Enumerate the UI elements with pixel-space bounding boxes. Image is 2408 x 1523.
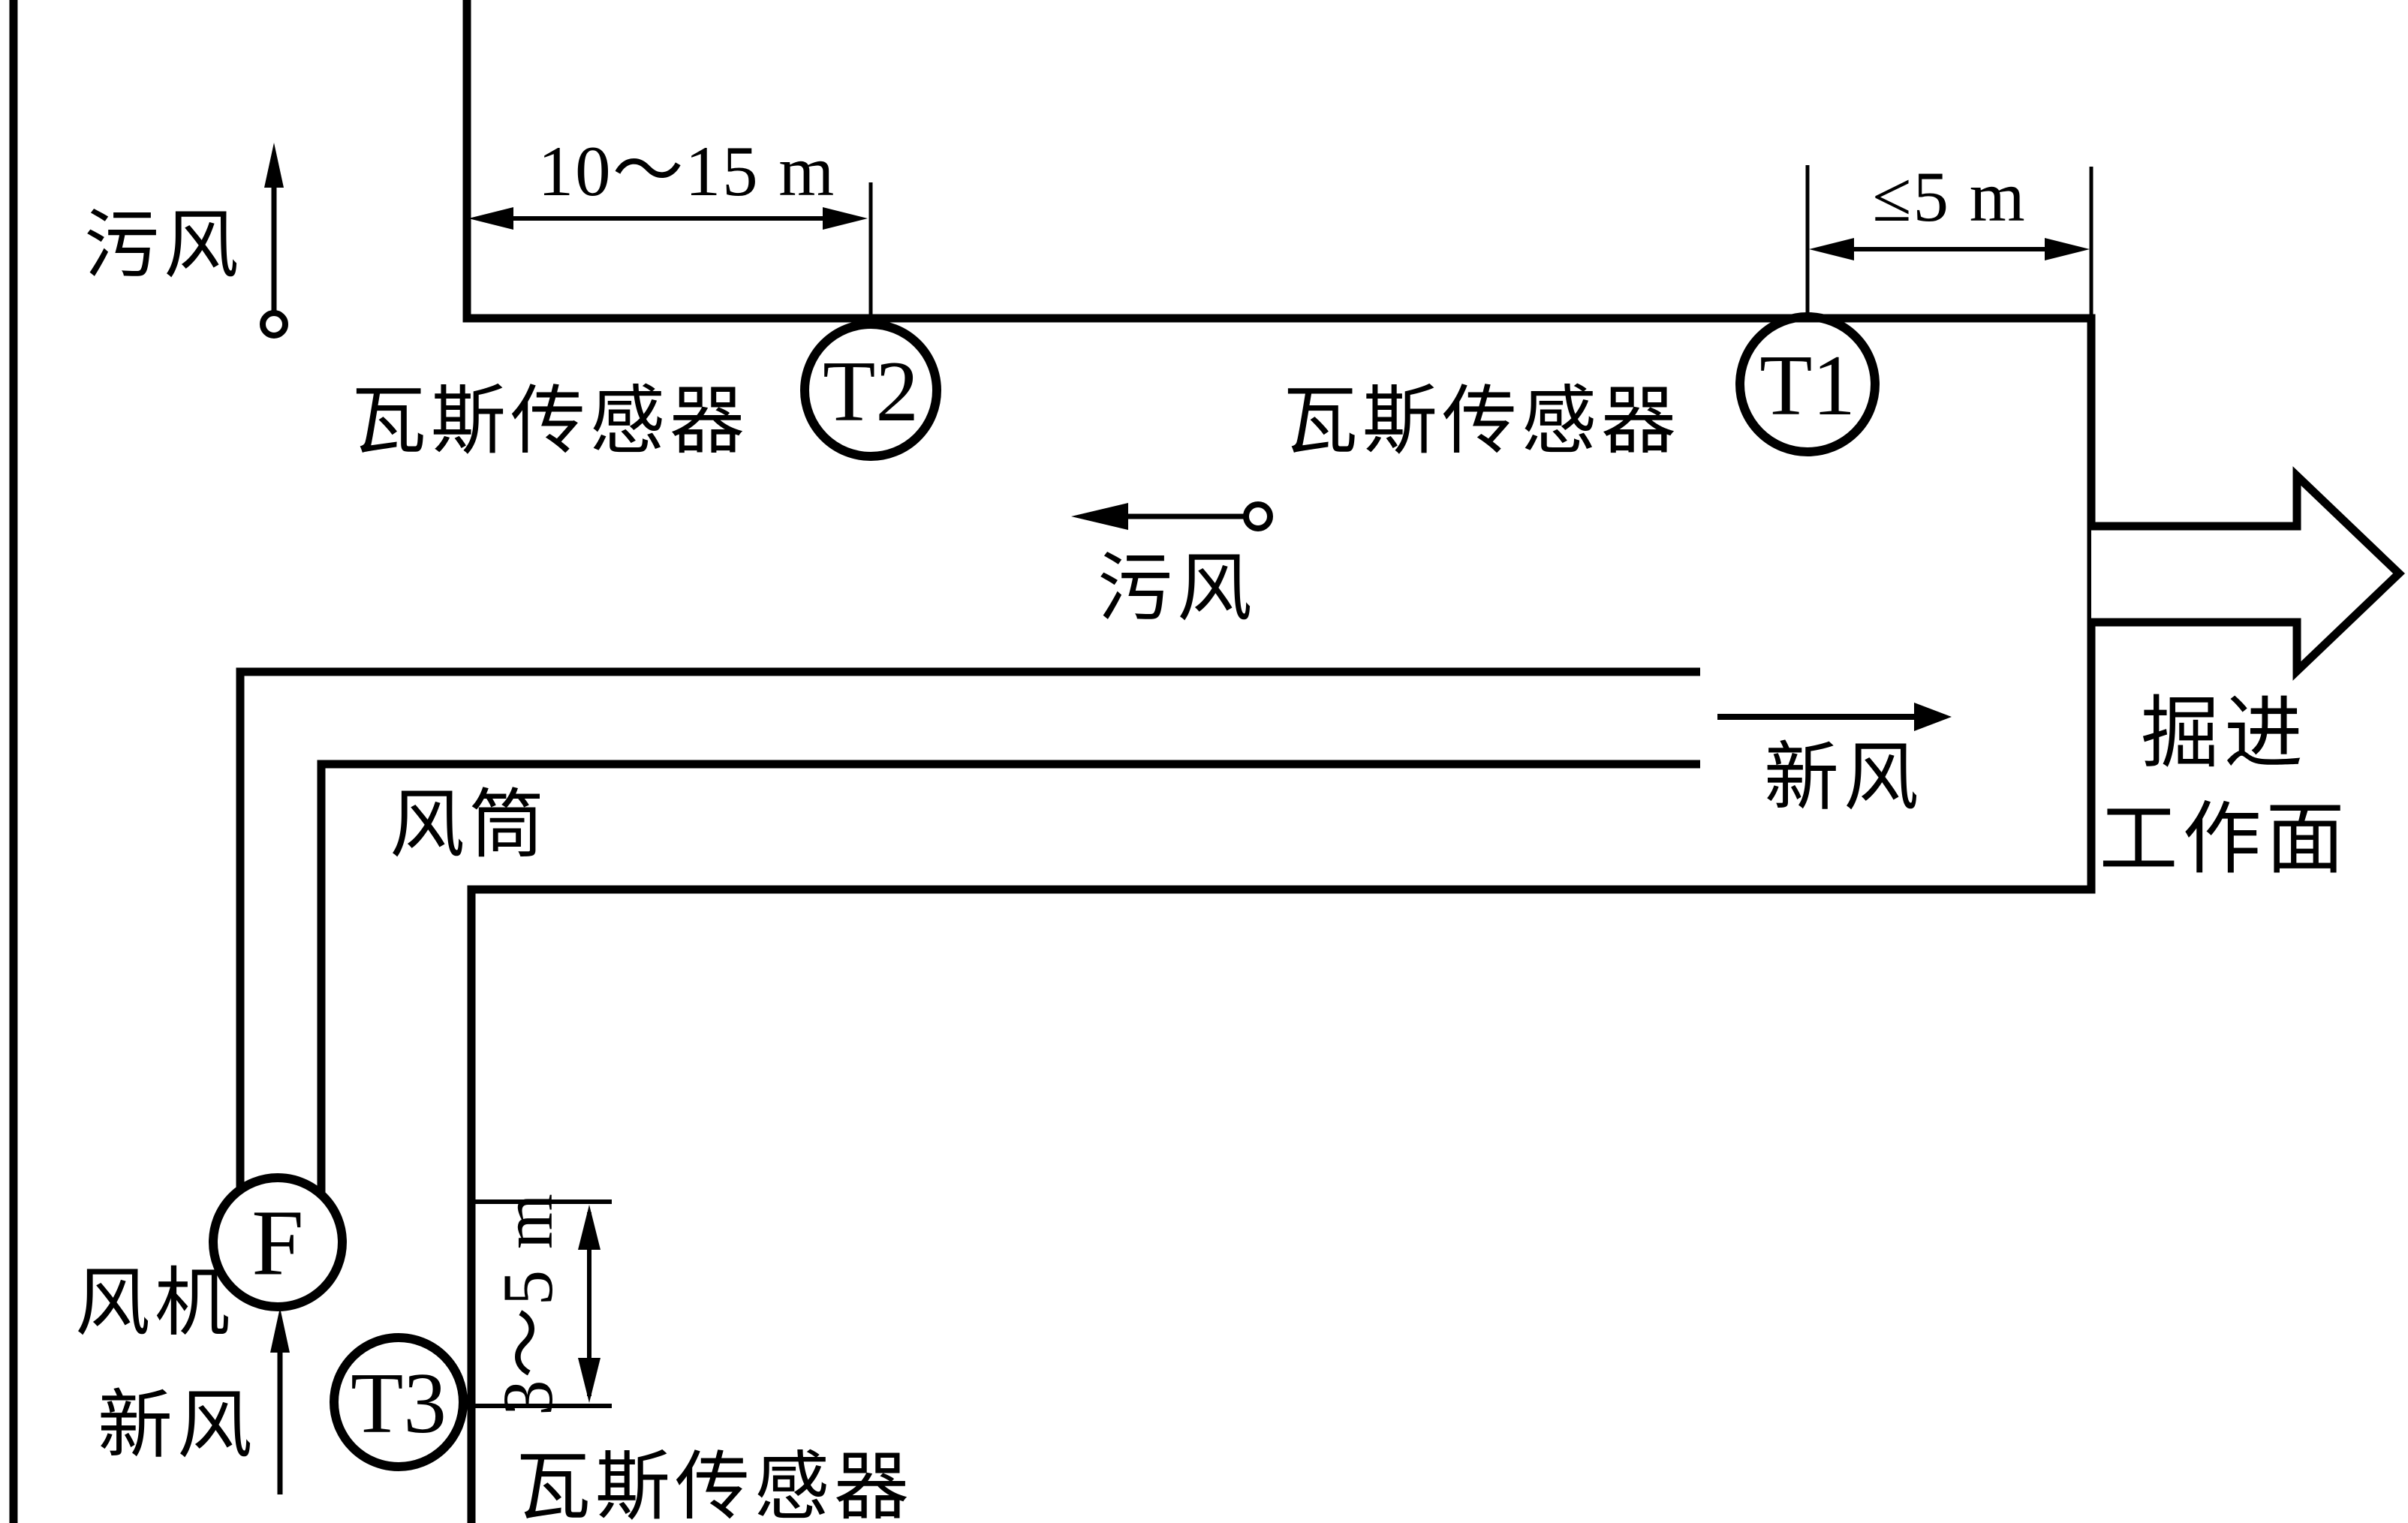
fan-id: F [251, 1191, 304, 1296]
sensor-t3-id: T3 [351, 1356, 447, 1451]
fresh-air-arrow-intake [270, 1308, 290, 1494]
sensor-t3-circle [330, 1333, 468, 1471]
sensor-t2-circle [800, 320, 941, 461]
heading-face-label: 掘进 工作面 [2099, 681, 2349, 892]
return-air-arrow-mid [1071, 501, 1273, 531]
gas-sensor-label-t1: 瓦斯传感器 [1283, 380, 1681, 463]
return-air-arrow-top [260, 143, 288, 339]
dimension-3-5m [462, 1199, 612, 1408]
gas-sensor-label-t2: 瓦斯传感器 [351, 380, 749, 463]
fan-label: 风机 [75, 1262, 234, 1345]
dimension-label-10-15m: 10～15 m [537, 131, 836, 211]
fresh-air-label-outlet: 新风 [1764, 736, 1923, 820]
return-air-label-top: 污风 [84, 204, 243, 287]
dimension-label-3-5m: 3～5 m [487, 1192, 567, 1416]
heading-face-arrow [2091, 466, 2405, 681]
dimension-5m [1805, 165, 2093, 318]
return-air-label-mid: 污风 [1097, 547, 1257, 631]
fresh-air-label-intake: 新风 [98, 1384, 257, 1467]
sensor-t1-id: T1 [1759, 338, 1856, 433]
air-duct-upper-line [236, 667, 1700, 1190]
gas-sensor-label-t3: 瓦斯传感器 [516, 1446, 914, 1523]
heading-face-label-line2: 工作面 [2099, 796, 2349, 883]
fresh-air-arrow-outlet [1717, 703, 1952, 731]
air-duct-lower-line [317, 760, 1700, 1193]
fan-circle [209, 1173, 347, 1311]
dimension-label-5m: ≤5 m [1872, 156, 2027, 236]
air-duct-label: 风筒 [390, 784, 549, 867]
heading-face-label-line1: 掘进 [2140, 690, 2308, 778]
sensor-t2-id: T2 [823, 344, 919, 439]
dimension-10-15m [468, 182, 873, 318]
